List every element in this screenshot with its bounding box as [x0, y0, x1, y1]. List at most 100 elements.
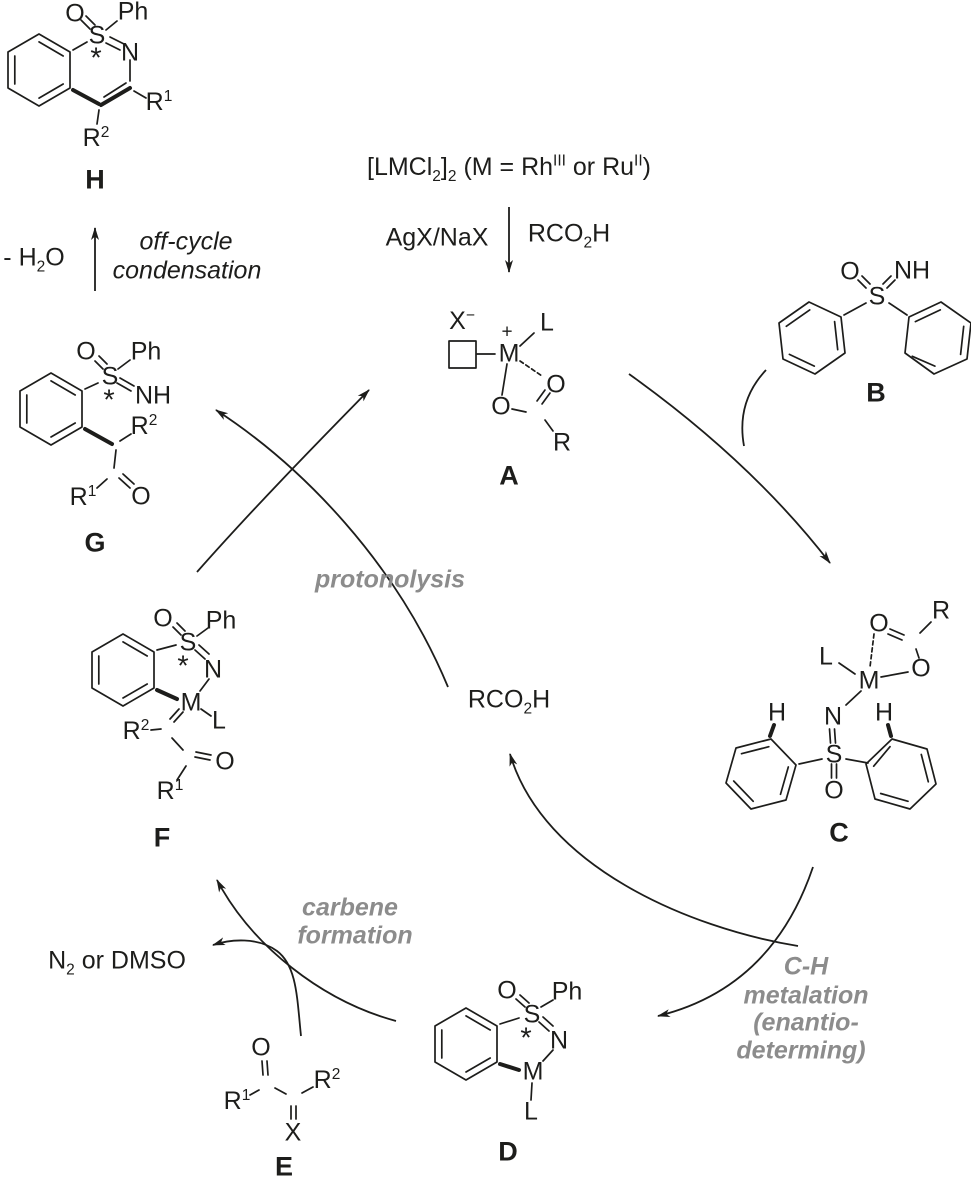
acid-center-label: RCO2H — [467, 685, 551, 718]
c-aromatic-inner — [732, 745, 930, 803]
structure-label-a: A — [499, 460, 519, 491]
f-carbonyl-o: O — [215, 747, 235, 776]
h-single-bonds — [72, 20, 147, 125]
c-ligand-l: L — [819, 642, 833, 671]
e-single-bonds — [249, 1086, 314, 1096]
h-double-bonds — [80, 15, 127, 98]
arrow-f-to-a — [196, 389, 370, 573]
structure-e-bonds — [249, 1060, 314, 1120]
a-plus-charge: + — [501, 321, 513, 343]
g-substituent-r1: R1 — [69, 482, 97, 512]
d-substituent-ph: Ph — [551, 977, 583, 1006]
d-metal-m: M — [522, 1057, 544, 1086]
d-bold-cm-bond — [498, 1062, 521, 1072]
d-ligand-l: L — [524, 1097, 538, 1126]
a-substituent-r: R — [552, 428, 572, 457]
water-loss-label: - H2O — [3, 243, 65, 276]
d-stereocenter-star: * — [520, 1022, 532, 1055]
g-stereocenter-star: * — [103, 384, 115, 417]
h-benzene-ring — [7, 33, 71, 107]
step-offcycle-line1: off-cycle — [139, 227, 233, 256]
e-substituent-r1: R1 — [223, 1086, 251, 1116]
d-atom-s: S — [523, 1000, 541, 1029]
precatalyst-sub2: 2 — [447, 167, 457, 185]
a-dative-bond — [519, 360, 543, 377]
c-left-phenyl-ring — [725, 738, 797, 810]
a-metal-m: M — [498, 339, 520, 368]
h-substituent-ph: Ph — [117, 0, 149, 26]
c-right-phenyl-ring — [865, 738, 937, 810]
c-ortho-h-left: H — [767, 698, 787, 727]
b-single-bonds — [843, 302, 908, 316]
a-carboxylate-o2: O — [546, 370, 566, 399]
f-substituent-ph: Ph — [205, 606, 237, 635]
e-double-bonds — [261, 1060, 297, 1120]
d-atom-n: N — [549, 1026, 569, 1055]
structure-d-bonds — [434, 994, 554, 1101]
structure-a-bonds — [448, 332, 554, 432]
c-double-bonds — [828, 628, 905, 779]
silver-salt-label: AgX/NaX — [385, 223, 489, 252]
h-stereocenter-star: * — [90, 42, 102, 75]
f-atom-s: S — [179, 628, 197, 657]
c-atom-n: N — [823, 702, 843, 731]
h-atom-s: S — [88, 21, 106, 50]
acid-top-label: RCO2H — [527, 219, 611, 252]
a-double-bonds — [536, 389, 551, 405]
step-metalation-line3: (enantio- — [753, 1008, 859, 1037]
c-metal-m: M — [858, 666, 880, 695]
f-atom-n: N — [203, 655, 223, 684]
arrow-b-merge — [741, 369, 767, 447]
f-substituent-r1: R1 — [156, 776, 184, 806]
structure-b-bonds — [778, 275, 971, 375]
structure-label-g: G — [84, 527, 106, 558]
c-atom-s: S — [825, 740, 843, 769]
g-atom-nh: NH — [134, 381, 172, 410]
c-dative-bond — [869, 633, 875, 668]
step-metalation-line2: metalation — [743, 981, 869, 1010]
f-metal-m: M — [180, 688, 202, 717]
c-carboxylate-o-top: O — [869, 609, 889, 638]
b-atom-s: S — [868, 282, 886, 311]
g-substituent-r2: R2 — [130, 411, 158, 441]
b-double-bonds — [857, 275, 896, 289]
g-double-bonds — [94, 355, 135, 489]
h-substituent-r2: R2 — [82, 123, 110, 153]
structure-label-e: E — [274, 1151, 294, 1181]
step-offcycle-line2: condensation — [112, 256, 262, 285]
precatalyst-p5: ) — [642, 152, 652, 181]
arrow-d-to-f — [216, 879, 397, 1022]
f-bold-cm-bond — [155, 688, 179, 701]
structure-h-bonds — [7, 15, 147, 125]
precatalyst-label: [LMCl2]2 (M = RhIII or RuII) — [366, 152, 652, 185]
structure-f-bonds — [91, 622, 212, 781]
structure-label-c: C — [829, 817, 849, 848]
arrow-a-to-c — [628, 373, 831, 564]
f-double-bonds — [169, 622, 212, 761]
c-atom-o-bottom: O — [824, 776, 844, 805]
d-double-bonds — [515, 994, 554, 1032]
g-single-bonds — [84, 359, 132, 489]
f-aromatic-inner — [97, 641, 149, 699]
structure-label-h: H — [85, 164, 105, 195]
cycle-arrows — [91, 207, 831, 1037]
g-carbonyl-o: O — [131, 482, 151, 511]
precatalyst-p1: [LMCl — [366, 152, 433, 181]
c-bold-ch-bonds — [768, 723, 893, 738]
e-leaving-group-x: X — [284, 1118, 302, 1147]
precatalyst-p3: (M = Rh — [456, 152, 554, 181]
e-carbonyl-o: O — [251, 1033, 271, 1062]
g-aromatic-inner — [25, 380, 77, 438]
c-single-bonds — [798, 621, 932, 765]
a-single-bonds — [476, 332, 554, 432]
h-atom-n: N — [120, 38, 140, 67]
structure-label-d: D — [498, 1136, 518, 1167]
f-benzene-ring — [91, 633, 155, 707]
e-substituent-r2: R2 — [313, 1065, 341, 1095]
h-bold-bonds — [71, 86, 132, 107]
precatalyst-p2: ] — [440, 152, 448, 181]
step-carbene-line2: formation — [297, 921, 413, 950]
c-substituent-r: R — [931, 596, 951, 625]
